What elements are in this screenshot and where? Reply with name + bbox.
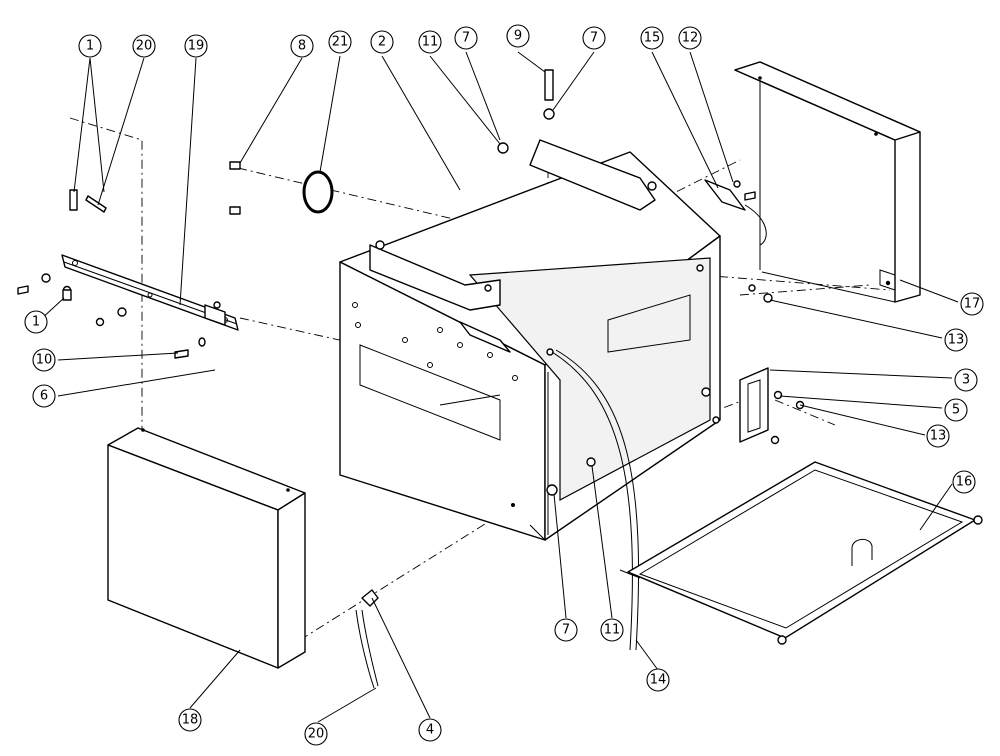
svg-text:7: 7 <box>562 623 570 638</box>
callout-15: 15 <box>640 26 664 50</box>
svg-text:4: 4 <box>426 723 434 738</box>
callout-1-upper: 1 <box>78 34 102 58</box>
svg-text:9: 9 <box>514 29 522 44</box>
pin-part <box>69 189 107 213</box>
callout-7-upper-right: 7 <box>582 26 606 50</box>
svg-text:19: 19 <box>188 39 205 54</box>
svg-text:10: 10 <box>36 353 53 368</box>
callout-3: 3 <box>954 368 978 392</box>
callout-9: 9 <box>506 24 530 48</box>
svg-text:5: 5 <box>952 403 960 418</box>
callout-17: 17 <box>960 292 984 316</box>
svg-text:13: 13 <box>930 429 947 444</box>
callout-7-lower: 7 <box>554 618 578 642</box>
rear-cover-part <box>734 61 921 303</box>
callout-6: 6 <box>32 384 56 408</box>
callout-16: 16 <box>952 470 976 494</box>
callout-20-lower: 20 <box>304 722 328 746</box>
callout-5: 5 <box>944 398 968 422</box>
svg-text:17: 17 <box>964 297 981 312</box>
svg-text:20: 20 <box>308 727 325 742</box>
callout-18: 18 <box>178 708 202 732</box>
svg-text:3: 3 <box>962 373 970 388</box>
callout-2: 2 <box>370 30 394 54</box>
callout-1-lower: 1 <box>24 310 48 334</box>
svg-text:8: 8 <box>298 39 306 54</box>
callout-20-upper: 20 <box>132 34 156 58</box>
callout-21: 21 <box>328 30 352 54</box>
callout-13-upper: 13 <box>944 328 968 352</box>
svg-text:14: 14 <box>650 673 667 688</box>
svg-text:1: 1 <box>86 39 94 54</box>
right-fasteners <box>229 69 805 496</box>
callout-4: 4 <box>418 718 442 742</box>
tray-part <box>619 461 983 645</box>
callout-19: 19 <box>184 34 208 58</box>
svg-text:12: 12 <box>682 31 699 46</box>
callout-11-upper: 11 <box>418 30 442 54</box>
callout-11-lower: 11 <box>600 618 624 642</box>
latch-assembly-part <box>704 179 767 246</box>
svg-text:2: 2 <box>378 35 386 50</box>
svg-text:18: 18 <box>182 713 199 728</box>
callout-7-upper-left: 7 <box>454 26 478 50</box>
callout-10: 10 <box>32 348 56 372</box>
bracket-plate-part <box>739 367 769 443</box>
svg-text:15: 15 <box>644 31 661 46</box>
callout-leaders <box>39 51 959 723</box>
svg-text:7: 7 <box>462 31 470 46</box>
svg-text:1: 1 <box>32 315 40 330</box>
callout-8: 8 <box>290 34 314 58</box>
svg-text:11: 11 <box>422 35 439 50</box>
front-cover-part <box>107 427 306 669</box>
svg-text:11: 11 <box>604 623 621 638</box>
callout-13-lower: 13 <box>926 424 950 448</box>
side-rail-part <box>61 254 239 331</box>
svg-text:6: 6 <box>40 389 48 404</box>
callout-balloons: 1 20 19 8 21 2 11 7 9 7 15 12 1 10 6 17 … <box>24 24 984 746</box>
svg-text:21: 21 <box>332 35 349 50</box>
left-fasteners <box>17 273 206 359</box>
svg-text:16: 16 <box>956 475 973 490</box>
callout-14: 14 <box>646 668 670 692</box>
svg-text:20: 20 <box>136 39 153 54</box>
main-enclosure-part <box>339 139 721 651</box>
callout-12: 12 <box>678 26 702 50</box>
svg-text:7: 7 <box>590 31 598 46</box>
svg-text:13: 13 <box>948 333 965 348</box>
